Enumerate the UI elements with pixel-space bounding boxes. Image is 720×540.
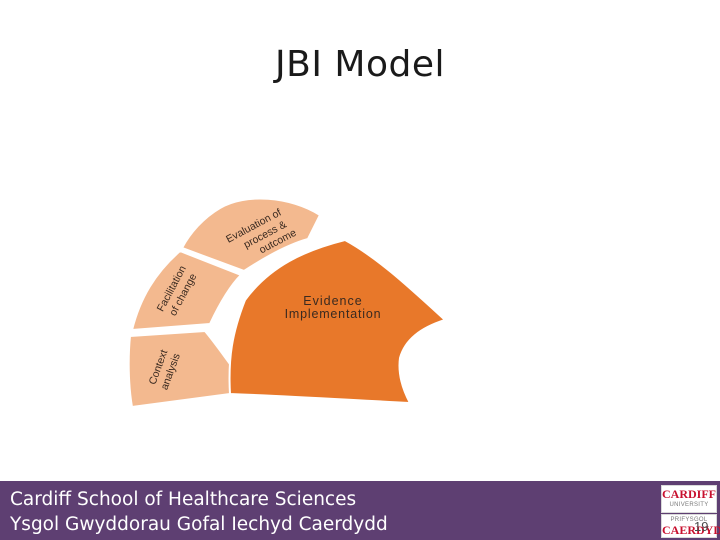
prifysgol-caerdydd-logo: PRIFYSGOL CAERDYDD — [661, 514, 720, 538]
segment-evaluation — [180, 197, 322, 273]
logo-caerdydd: CAERDYDD — [662, 523, 720, 537]
page-number: 19 — [694, 519, 709, 534]
segment-facilitation — [130, 249, 243, 332]
cardiff-university-logo: CARDIFF UNIVERSITY — [661, 485, 717, 513]
footer-bar: Cardiff School of Healthcare Sciences Ys… — [0, 481, 720, 540]
segment-evidence-implementation — [228, 238, 447, 405]
logo-cardiff: CARDIFF — [662, 487, 716, 501]
jbi-model-diagram: Evidence Implementation Context analysis… — [120, 188, 450, 420]
logo-prifysgol: PRIFYSGOL — [670, 517, 708, 523]
jbi-model-svg: Evidence Implementation Context analysis… — [127, 197, 447, 409]
logo-university: UNIVERSITY — [669, 502, 709, 508]
footer-school-name-en: Cardiff School of Healthcare Sciences — [10, 489, 357, 510]
center-label-line1: Evidence — [303, 294, 362, 308]
segment-context-analysis — [127, 329, 231, 409]
slide-title: JBI Model — [275, 44, 445, 85]
center-label-line2: Implementation — [285, 307, 382, 321]
footer-school-name-cy: Ysgol Gwyddorau Gofal Iechyd Caerdydd — [10, 514, 388, 535]
